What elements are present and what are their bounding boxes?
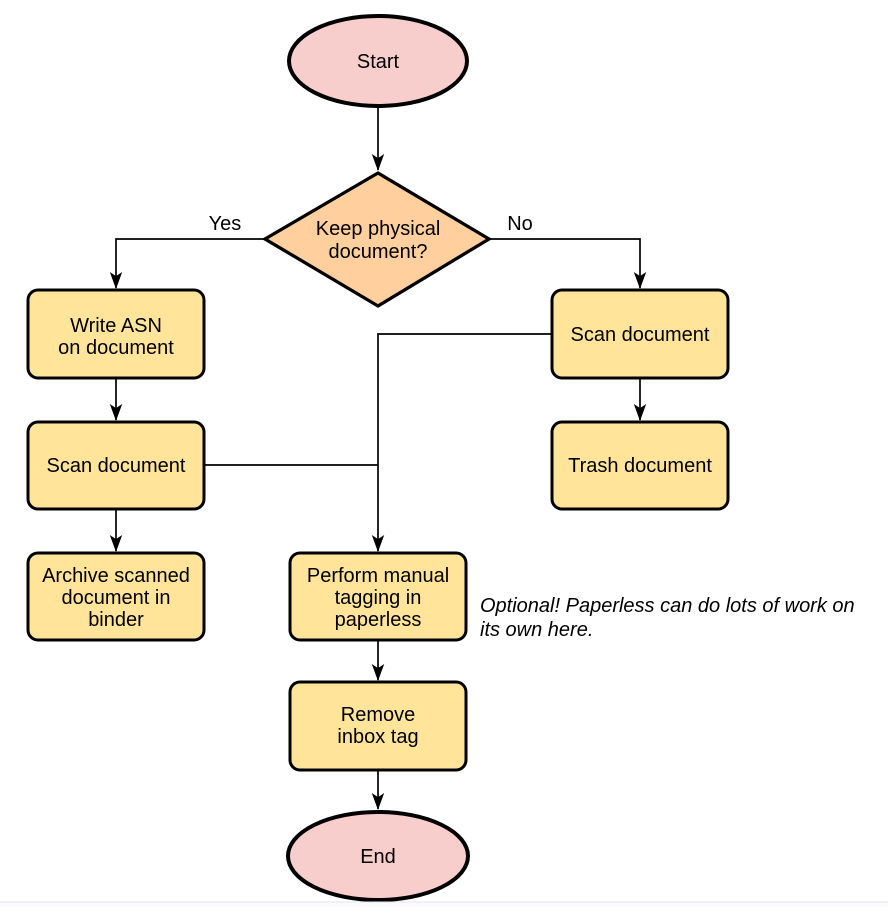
end-label: End: [360, 846, 396, 868]
start-ellipse: [287, 14, 469, 108]
scan-document-left-label: Scan document: [47, 455, 186, 477]
edge-scan-right-to-perform-tagging: [371, 333, 552, 552]
perform-tagging-box: [288, 551, 468, 642]
perform-tagging-label-line1: Perform manual: [307, 565, 449, 587]
archive-label-line2: document in: [62, 587, 171, 609]
decision-label-line2: document?: [329, 241, 428, 263]
optional-note-line1: Optional! Paperless can do lots of work …: [480, 595, 855, 617]
edge-label-yes: Yes: [209, 213, 242, 235]
edge-decision-yes-to-write-asn: [109, 238, 265, 289]
scan-document-left-box: [26, 420, 206, 511]
write-asn-label-line1: Write ASN: [70, 315, 162, 337]
archive-node: Archive scanned document in binder: [26, 551, 206, 642]
end-ellipse: [286, 810, 470, 902]
perform-tagging-label-line2: tagging in: [335, 587, 422, 609]
scan-document-right-box: [550, 288, 730, 380]
trash-document-label: Trash document: [568, 455, 712, 477]
scan-document-right-node: Scan document: [550, 288, 730, 380]
write-asn-label-line2: on document: [58, 337, 174, 359]
optional-note-line2: its own here.: [480, 619, 593, 641]
edge-label-no: No: [507, 213, 533, 235]
perform-tagging-node: Perform manual tagging in paperless: [288, 551, 468, 642]
remove-inbox-tag-label-line1: Remove: [341, 704, 415, 726]
trash-document-node: Trash document: [550, 420, 730, 511]
edges: [109, 106, 647, 810]
start-node: Start: [287, 14, 469, 108]
scan-document-right-label: Scan document: [571, 324, 710, 346]
decision-label-line1: Keep physical: [316, 218, 441, 240]
start-label: Start: [357, 51, 400, 73]
remove-inbox-tag-label-line2: inbox tag: [337, 726, 418, 748]
edge-decision-no-to-scan-right: [489, 238, 647, 289]
decision-node: Keep physical document?: [261, 171, 493, 308]
remove-inbox-tag-node: Remove inbox tag: [288, 680, 468, 772]
archive-label-line1: Archive scanned: [42, 565, 190, 587]
write-asn-node: Write ASN on document: [26, 288, 206, 380]
decision-diamond: [261, 171, 493, 308]
archive-label-line3: binder: [88, 609, 144, 631]
page-bottom-strip: [0, 902, 888, 907]
optional-note: Optional! Paperless can do lots of work …: [480, 595, 855, 641]
scan-document-left-node: Scan document: [26, 420, 206, 511]
trash-document-box: [550, 420, 730, 511]
write-asn-box: [26, 288, 206, 380]
end-node: End: [286, 810, 470, 902]
remove-inbox-tag-box: [288, 680, 468, 772]
perform-tagging-label-line3: paperless: [335, 609, 422, 631]
archive-box: [26, 551, 206, 642]
